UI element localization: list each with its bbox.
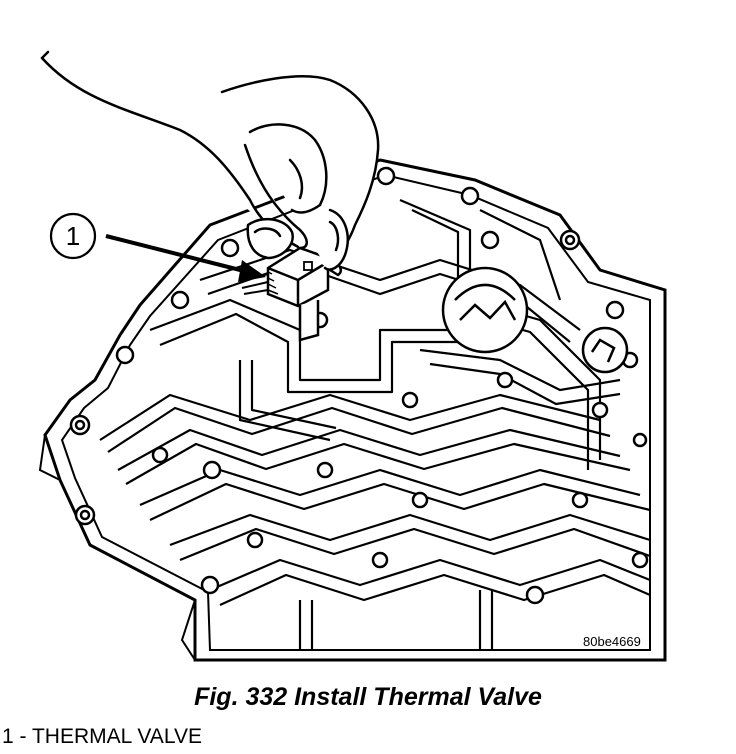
callout-arrow (105, 234, 249, 274)
fluid-passages (99, 198, 651, 650)
figure-id: 80be4669 (583, 634, 641, 649)
arrow-head-icon (238, 260, 266, 282)
hand (40, 50, 380, 277)
callout-number: 1 (66, 221, 80, 251)
figure-caption: Fig. 332 Install Thermal Valve (194, 683, 542, 711)
diagram-illustration: 1 80be4669 (38, 50, 667, 662)
legend-item: 1 - THERMAL VALVE (2, 725, 202, 748)
accumulator-bore (441, 266, 629, 374)
bolt-holes (69, 166, 649, 605)
callout-1: 1 (49, 212, 266, 282)
callout-circle (49, 212, 97, 260)
